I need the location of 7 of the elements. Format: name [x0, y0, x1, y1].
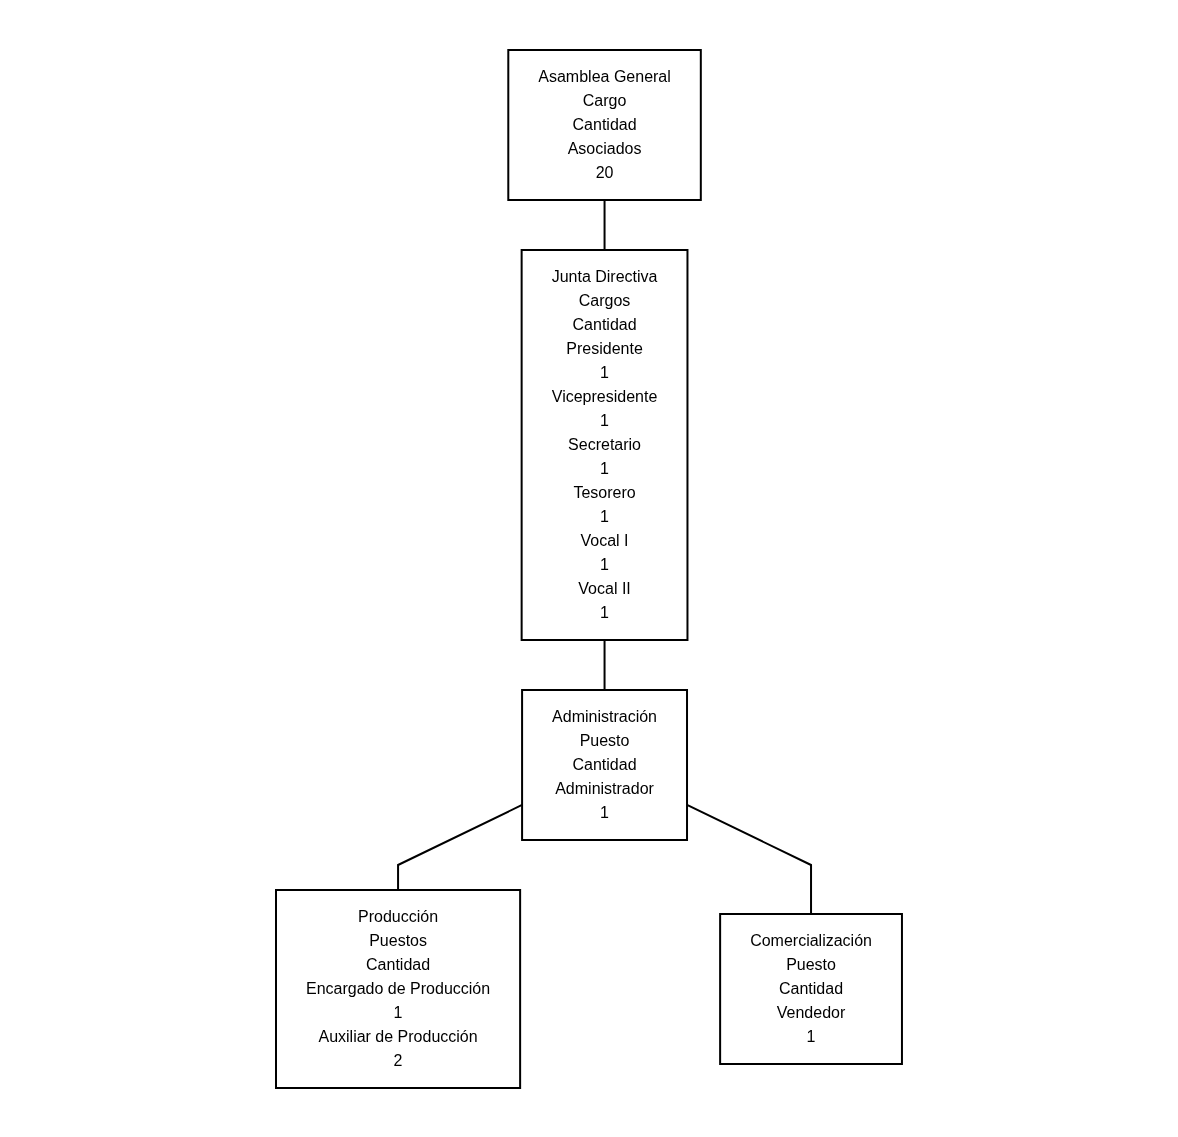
node-box: Administración Puesto Cantidad Administrador 1 — [521, 688, 689, 841]
node-box: Asamblea General Cargo Cantidad Asociados 20 — [507, 48, 702, 201]
node-box: Junta Directiva Cargos Cantidad Presidente 1 Vicepresidente 1 Secretario 1 Tesorero 1 Vocal I 1 Vocal II 1 — [520, 248, 689, 641]
node-box: Comercialización Puesto Cantidad Vendedor 1 — [719, 912, 903, 1065]
connector — [603, 198, 606, 251]
node-box: Producción Puestos Cantidad Encargado de Producción 1 Auxiliar de Producción 2 — [275, 888, 522, 1089]
connector — [603, 638, 606, 691]
